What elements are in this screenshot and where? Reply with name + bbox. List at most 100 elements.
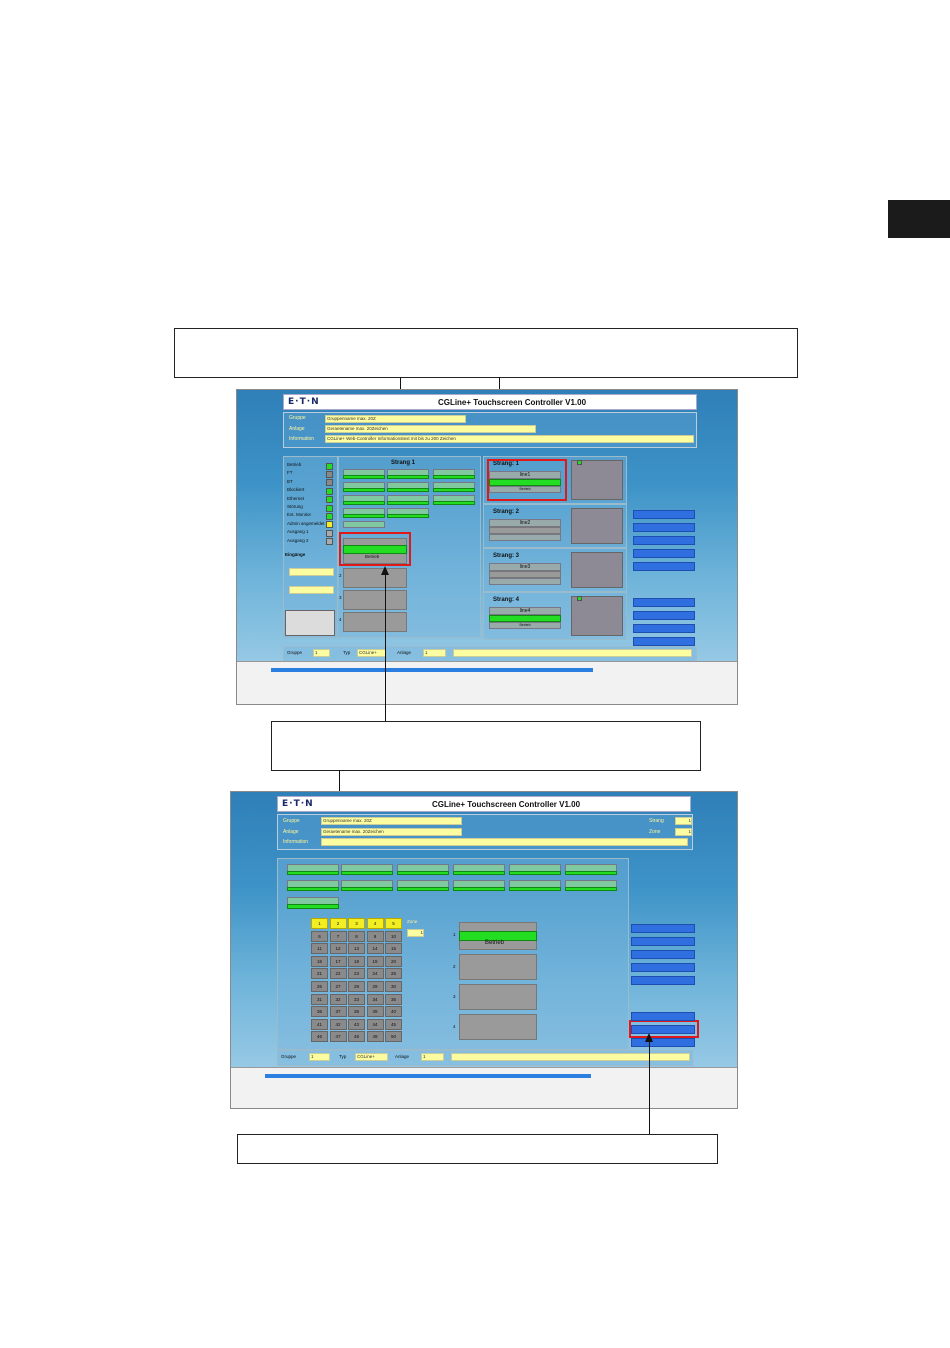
zone-key[interactable]: 45 <box>385 1018 402 1030</box>
zone-key[interactable]: 23 <box>348 968 365 980</box>
zone-key[interactable]: 26 <box>311 981 328 992</box>
gruppe-field[interactable]: Gruppenname max. 20Z <box>321 817 462 825</box>
zone-key[interactable]: 41 <box>311 1018 328 1030</box>
zone-key[interactable]: 47 <box>329 1031 347 1043</box>
zone-key[interactable]: 33 <box>348 993 365 1005</box>
zone-key[interactable]: 48 <box>348 1031 365 1043</box>
side-button[interactable] <box>631 1025 695 1034</box>
strang-field[interactable]: 1 <box>675 817 692 825</box>
zone-key[interactable]: 3 <box>348 918 365 929</box>
row-2-bar <box>459 954 537 980</box>
zone-key[interactable]: 19 <box>366 955 384 967</box>
gruppe-field[interactable]: Gruppenname max. 20Z <box>325 415 466 423</box>
zone-key[interactable]: 49 <box>366 1031 384 1043</box>
zone-key[interactable]: 35 <box>385 993 402 1005</box>
side-button[interactable] <box>633 598 695 607</box>
strang-line-button[interactable]: line2 <box>489 519 561 527</box>
zone-key[interactable]: 22 <box>329 968 347 980</box>
side-button[interactable] <box>633 536 695 545</box>
strang-led <box>577 596 582 601</box>
row-1-status: Betrieb <box>485 940 505 946</box>
zone-key[interactable]: 29 <box>366 981 384 992</box>
zone-input[interactable]: 1 <box>407 929 424 937</box>
input-2-field[interactable] <box>289 586 334 594</box>
strang-line-button[interactable]: line3 <box>489 563 561 571</box>
zone-key[interactable]: 27 <box>329 981 347 992</box>
zone-key[interactable]: 11 <box>311 943 328 955</box>
footer-gruppe-field[interactable]: 1 <box>309 1053 330 1061</box>
footer-gruppe-field[interactable]: 1 <box>313 649 330 657</box>
highlight-strang-1 <box>487 459 567 501</box>
zone-key[interactable]: 50 <box>385 1031 402 1043</box>
zone-key[interactable]: 31 <box>311 993 328 1005</box>
zone-key[interactable]: 5 <box>385 918 402 929</box>
zone-key[interactable]: 2 <box>329 918 347 929</box>
side-button[interactable] <box>633 549 695 558</box>
information-field[interactable]: CGLine+ Web-Controller Informationstext … <box>325 435 694 443</box>
zone-key[interactable]: 16 <box>311 955 328 967</box>
strang-line-button[interactable]: line4 <box>489 607 561 615</box>
side-button[interactable] <box>633 510 695 519</box>
zone-key[interactable]: 38 <box>348 1006 365 1018</box>
footer-typ-field[interactable]: CGLine+ <box>357 649 386 657</box>
function-indicator <box>341 887 393 891</box>
zone-key[interactable]: 24 <box>366 968 384 980</box>
status-panel <box>283 456 339 638</box>
zone-key[interactable]: 43 <box>348 1018 365 1030</box>
side-button[interactable] <box>631 924 695 933</box>
zone-key[interactable]: 46 <box>311 1031 328 1043</box>
zone-key[interactable]: 28 <box>348 981 365 992</box>
anlage-field[interactable]: Geraetename max. 20Zeichen <box>321 828 462 836</box>
zone-key[interactable]: 10 <box>385 930 402 942</box>
zone-key[interactable]: 42 <box>329 1018 347 1030</box>
side-button[interactable] <box>631 937 695 946</box>
zone-key[interactable]: 40 <box>385 1006 402 1018</box>
function-indicator <box>287 887 339 891</box>
zone-key[interactable]: 6 <box>311 930 328 942</box>
strang-led <box>577 460 582 465</box>
zone-key[interactable]: 39 <box>366 1006 384 1018</box>
side-button[interactable] <box>633 637 695 646</box>
footer-anlage-field[interactable]: 1 <box>423 649 446 657</box>
status-indicator <box>326 462 333 470</box>
zone-key[interactable]: 25 <box>385 968 402 980</box>
zone-key[interactable]: 14 <box>366 943 384 955</box>
zone-key[interactable]: 17 <box>329 955 347 967</box>
zone-key[interactable]: 34 <box>366 993 384 1005</box>
side-button[interactable] <box>631 1038 695 1047</box>
input-1-field[interactable] <box>289 568 334 576</box>
zone-key[interactable]: 9 <box>366 930 384 942</box>
strang-function-button[interactable] <box>343 521 385 528</box>
anlage-field[interactable]: Geraetename max. 20Zeichen <box>325 425 536 433</box>
side-button[interactable] <box>633 624 695 633</box>
zone-key[interactable]: 21 <box>311 968 328 980</box>
zone-key[interactable]: 15 <box>385 943 402 955</box>
zone-key[interactable]: 7 <box>329 930 347 942</box>
side-button[interactable] <box>633 562 695 571</box>
zone-key[interactable]: 30 <box>385 981 402 992</box>
zone-key[interactable]: 13 <box>348 943 365 955</box>
zone-field[interactable]: 1 <box>675 828 692 836</box>
side-button[interactable] <box>633 523 695 532</box>
side-button[interactable] <box>633 611 695 620</box>
zone-key[interactable]: 20 <box>385 955 402 967</box>
zone-key[interactable]: 12 <box>329 943 347 955</box>
zone-key[interactable]: 18 <box>348 955 365 967</box>
side-button[interactable] <box>631 950 695 959</box>
zone-key[interactable]: 4 <box>366 918 384 929</box>
zone-key[interactable]: 36 <box>311 1006 328 1018</box>
information-field[interactable] <box>321 838 688 846</box>
side-button[interactable] <box>631 963 695 972</box>
strang-line-button[interactable]: line1 <box>489 471 561 479</box>
footer-anlage-field[interactable]: 1 <box>421 1053 444 1061</box>
zone-key[interactable]: 1 <box>311 918 328 929</box>
zone-key[interactable]: 8 <box>348 930 365 942</box>
side-button[interactable] <box>631 976 695 985</box>
device-thumbnail <box>285 610 335 636</box>
footer-typ-field[interactable]: CGLine+ <box>355 1053 388 1061</box>
zone-key[interactable]: 32 <box>329 993 347 1005</box>
label-strang: Strang <box>649 818 664 824</box>
zone-key[interactable]: 37 <box>329 1006 347 1018</box>
side-button[interactable] <box>631 1012 695 1021</box>
zone-key[interactable]: 44 <box>366 1018 384 1030</box>
